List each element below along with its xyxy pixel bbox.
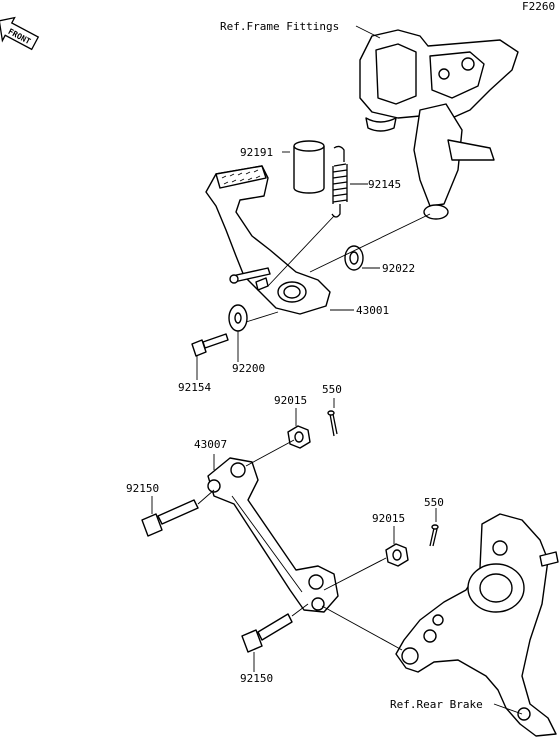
label-550-top: 550 <box>322 383 342 396</box>
washer-92200 <box>228 304 248 332</box>
frame-fitting-bracket <box>359 29 519 220</box>
label-43001: 43001 <box>356 304 389 317</box>
label-92150-top: 92150 <box>126 482 159 495</box>
assembly-line-tie-rod-bottom <box>321 605 403 651</box>
label-92200: 92200 <box>232 362 265 375</box>
nut-92015-top <box>287 425 311 449</box>
bolt-92150-bottom <box>241 613 293 653</box>
assembly-line-bolt-bottom <box>291 603 309 617</box>
tie-rod-43007 <box>207 457 339 613</box>
assembly-line-nut-mid <box>323 557 387 591</box>
brake-pedal-43001 <box>205 165 331 315</box>
front-direction-icon: FRONT <box>0 16 40 51</box>
assembly-line-spring <box>267 215 335 287</box>
label-92154: 92154 <box>178 381 211 394</box>
label-550-mid: 550 <box>424 496 444 509</box>
cotter-pin-550-mid <box>429 524 439 547</box>
cotter-pin-550-top <box>327 410 338 437</box>
rear-brake-bracket <box>395 513 559 737</box>
label-92022: 92022 <box>382 262 415 275</box>
bolt-92154 <box>191 333 229 357</box>
label-92015-mid: 92015 <box>372 512 405 525</box>
ref-frame-fittings: Ref.Frame Fittings <box>220 20 339 33</box>
nut-92015-mid <box>385 543 409 567</box>
label-92191: 92191 <box>240 146 273 159</box>
label-92015-top: 92015 <box>274 394 307 407</box>
leader-frame-fittings <box>355 25 381 39</box>
label-92150-bottom: 92150 <box>240 672 273 685</box>
assembly-line-bolt-top <box>197 489 215 505</box>
figure-code: F2260 <box>522 0 555 13</box>
washer-92022 <box>344 245 364 271</box>
label-92145: 92145 <box>368 178 401 191</box>
assembly-line-tie-rod-top <box>245 439 295 467</box>
label-43007: 43007 <box>194 438 227 451</box>
ref-rear-brake: Ref.Rear Brake <box>390 698 483 711</box>
assembly-line-pedal-bracket <box>309 213 431 273</box>
bolt-92150-top <box>141 499 199 537</box>
sleeve-92191 <box>293 140 325 194</box>
return-spring-92145 <box>331 145 348 218</box>
